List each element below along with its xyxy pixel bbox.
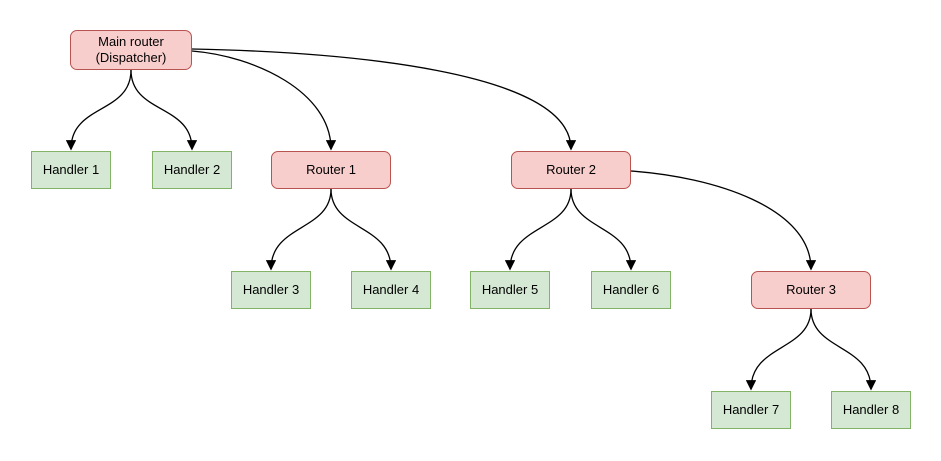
node-handler-7-label: Handler 7 [722, 401, 780, 417]
node-handler-2: Handler 2 [152, 151, 232, 189]
edge-router2-to-router3 [630, 170, 817, 271]
edge-router2-to-handler6 [570, 188, 637, 271]
node-handler-5-label: Handler 5 [481, 281, 539, 297]
node-router-2: Router 2 [511, 151, 631, 189]
node-handler-8: Handler 8 [831, 391, 911, 429]
node-handler-4-label: Handler 4 [362, 281, 420, 297]
node-handler-4: Handler 4 [351, 271, 431, 309]
edge-router3-to-handler8 [810, 308, 877, 391]
edge-router1-to-handler3 [265, 188, 332, 271]
node-handler-6: Handler 6 [591, 271, 671, 309]
node-handler-3: Handler 3 [231, 271, 311, 309]
node-handler-5: Handler 5 [470, 271, 550, 309]
node-handler-1-label: Handler 1 [42, 161, 100, 177]
node-handler-3-label: Handler 3 [242, 281, 300, 297]
edge-main-to-router1 [191, 50, 337, 151]
node-handler-7: Handler 7 [711, 391, 791, 429]
edge-router2-to-handler5 [504, 188, 572, 271]
node-router-3-label: Router 3 [786, 281, 836, 297]
node-main-router-label: Main router (Dispatcher) [95, 33, 167, 65]
node-handler-6-label: Handler 6 [602, 281, 660, 297]
node-handler-8-label: Handler 8 [842, 401, 900, 417]
edge-main-to-router2 [191, 48, 577, 151]
node-handler-2-label: Handler 2 [163, 161, 221, 177]
edge-main-to-handler1 [65, 69, 132, 151]
node-handler-1: Handler 1 [31, 151, 111, 189]
node-router-2-label: Router 2 [546, 161, 596, 177]
edge-main-to-handler2 [130, 69, 198, 151]
node-router-1: Router 1 [271, 151, 391, 189]
edge-router3-to-handler7 [745, 308, 812, 391]
node-router-3: Router 3 [751, 271, 871, 309]
edge-router1-to-handler4 [330, 188, 397, 271]
node-main-router: Main router (Dispatcher) [70, 30, 192, 70]
node-router-1-label: Router 1 [306, 161, 356, 177]
